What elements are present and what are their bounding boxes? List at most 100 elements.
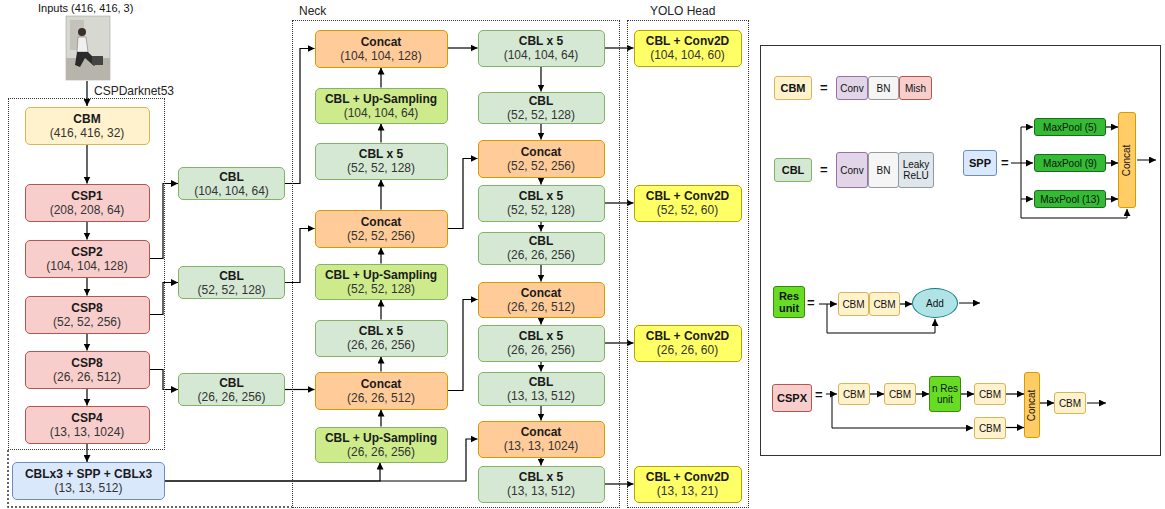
- output-shape: (104, 104, 128): [340, 49, 421, 63]
- flow-arrow: [150, 370, 179, 390]
- block-name: CBL: [219, 376, 244, 390]
- legend-panel: [761, 46, 1161, 456]
- output-shape: (13, 13, 1024): [504, 439, 579, 453]
- cbl-block: CBL x 5(26, 26, 256): [315, 320, 448, 357]
- flow-arrow: [285, 229, 315, 283]
- head-block: CBL + Conv2D(104, 104, 60): [634, 30, 742, 67]
- block-name: Res unit: [774, 290, 804, 314]
- cbl-block: CBL(104, 104, 64): [178, 167, 285, 200]
- output-shape: (52, 52, 128): [347, 282, 415, 296]
- block-name: CBL x 5: [519, 34, 563, 48]
- block-name: CBL + Up-Sampling: [325, 431, 437, 445]
- block-name: CBM: [73, 112, 100, 126]
- concat-block: Concat(13, 13, 1024): [478, 421, 605, 458]
- input-arrow: [86, 81, 87, 106]
- output-shape: (26, 26, 60): [657, 343, 718, 357]
- concat-block: Concat: [1024, 372, 1040, 438]
- block-name: CBM: [979, 389, 1001, 400]
- csp-block: CSP4(13, 13, 1024): [25, 406, 150, 444]
- head-block: CBL + Conv2D(26, 26, 60): [634, 325, 742, 362]
- block-name: MaxPool (9): [1043, 158, 1097, 169]
- block-name: Concat: [361, 215, 402, 229]
- block-name: Concat: [361, 35, 402, 49]
- equals-sign: =: [815, 387, 823, 402]
- output-shape: (26, 26, 256): [197, 390, 265, 404]
- flow-arrow: [540, 178, 541, 185]
- mish-block: Mish: [899, 76, 932, 100]
- res-unit-block: Res unit: [773, 286, 805, 318]
- maxpool-block: MaxPool (9): [1034, 154, 1106, 172]
- spp-block: SPP: [963, 150, 997, 176]
- block-name: CBL x 5: [519, 470, 563, 484]
- block-name: BN: [877, 83, 891, 94]
- cbm-block: CBM: [869, 292, 900, 316]
- output-shape: (26, 26, 256): [347, 338, 415, 352]
- flow-arrow: [916, 393, 929, 394]
- block-name: CBL: [219, 170, 244, 184]
- cbl-block: CBL: [774, 158, 812, 182]
- block-name: CSP8: [71, 301, 102, 315]
- flow-arrow: [1106, 162, 1118, 163]
- block-name: CBM: [1059, 398, 1081, 409]
- conv-block: Conv: [836, 152, 868, 188]
- flow-arrow: [1106, 198, 1118, 199]
- output-shape: (52, 52, 256): [53, 315, 121, 329]
- flow-arrow: [285, 389, 315, 390]
- bn-block: BN: [868, 152, 899, 188]
- flow-arrow: [86, 222, 87, 240]
- flow-arrow: [285, 49, 315, 184]
- output-shape: (104, 104, 60): [650, 48, 725, 62]
- flow-arrow: [1006, 393, 1024, 394]
- cbm-block: CBM(416, 416, 32): [25, 107, 150, 145]
- block-name: Concat: [361, 377, 402, 391]
- output-shape: (52, 52, 256): [507, 159, 575, 173]
- output-shape: (13, 13, 21): [657, 484, 718, 498]
- concat-block: Concat(26, 26, 512): [315, 372, 448, 410]
- block-name: CBL: [219, 269, 244, 283]
- flow-arrow: [86, 444, 87, 463]
- flow-arrow: [605, 47, 634, 48]
- block-name: CBL x 5: [519, 189, 563, 203]
- flow-arrow: [86, 278, 87, 296]
- flow-arrow: [165, 463, 380, 482]
- block-name: SPP: [969, 157, 991, 169]
- output-shape: (13, 13, 512): [507, 389, 575, 403]
- flow-arrow: [86, 145, 87, 184]
- block-name: CBLx3 + SPP + CBLx3: [25, 467, 152, 481]
- output-shape: (104, 104, 64): [194, 184, 269, 198]
- block-name: CSPX: [777, 392, 807, 404]
- head-block: CBL + Conv2D(13, 13, 21): [634, 466, 742, 503]
- block-name: CBL + Up-Sampling: [325, 92, 437, 106]
- csp-block: CSP2(104, 104, 128): [25, 240, 150, 278]
- block-name: CBL x 5: [359, 324, 403, 338]
- block-name: CBM: [842, 299, 864, 310]
- flow-arrow: [448, 300, 478, 391]
- concat-block: Concat(26, 26, 512): [478, 282, 605, 318]
- flow-arrow: [870, 393, 884, 394]
- equals-sign: =: [807, 295, 815, 310]
- output-shape: (208, 208, 64): [50, 203, 125, 217]
- block-name: CSP1: [71, 189, 102, 203]
- cbm-block: CBM: [838, 292, 869, 316]
- flow-arrow: [380, 68, 381, 88]
- cbl-block: CBL(26, 26, 256): [478, 232, 605, 265]
- flow-arrow: [540, 458, 541, 466]
- flow-arrow: [448, 159, 478, 229]
- flow-arrow: [150, 283, 179, 315]
- output-shape: (26, 26, 512): [347, 391, 415, 405]
- cbl-block: CBL(26, 26, 256): [178, 373, 285, 406]
- block-name: MaxPool (13): [1040, 194, 1099, 205]
- region-heading: YOLO Head: [650, 4, 715, 18]
- flow-arrow: [380, 300, 381, 320]
- equals-sign: =: [1001, 155, 1009, 170]
- block-name: CSP2: [71, 245, 102, 259]
- block-name: Mish: [905, 83, 926, 94]
- block-name: CBM: [979, 423, 1001, 434]
- equals-sign: =: [820, 80, 828, 95]
- block-name: CBL: [529, 375, 554, 389]
- output-shape: (416, 416, 32): [50, 126, 125, 140]
- cbl-block: CBL x 5(104, 104, 64): [478, 30, 605, 67]
- block-name: Conv: [840, 83, 863, 94]
- flow-arrow: [540, 124, 541, 140]
